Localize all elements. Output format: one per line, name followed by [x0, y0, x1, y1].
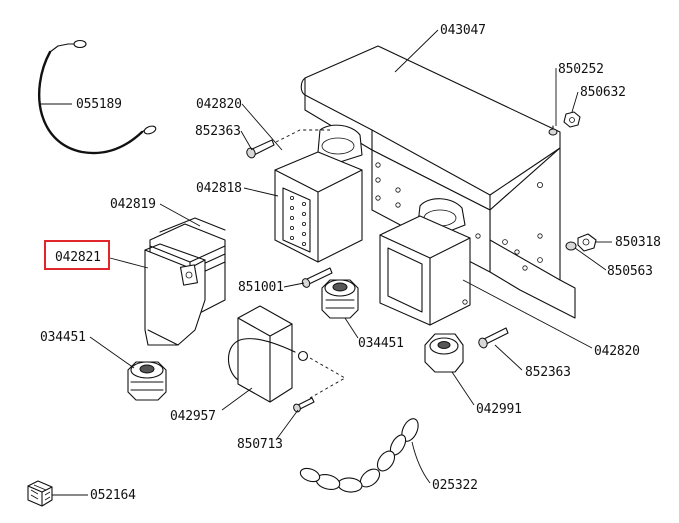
label-034451-left: 034451 [40, 330, 86, 345]
label-034451-right: 034451 [358, 336, 404, 351]
label-025322: 025322 [432, 478, 478, 493]
label-042820-top: 042820 [196, 97, 242, 112]
label-052164: 052164 [90, 488, 136, 503]
label-055189: 055189 [76, 97, 122, 112]
screw-850252 [548, 125, 558, 136]
label-850713: 850713 [237, 437, 283, 452]
label-850632: 850632 [580, 85, 626, 100]
label-043047: 043047 [440, 23, 486, 38]
label-850563: 850563 [607, 264, 653, 279]
label-850252: 850252 [558, 62, 604, 77]
label-852363-top: 852363 [195, 124, 241, 139]
label-852363-bottom: 852363 [525, 365, 571, 380]
label-042819: 042819 [110, 197, 156, 212]
screw-852363-bottom [478, 327, 509, 349]
pin-array [289, 195, 306, 246]
chain-025322 [299, 418, 419, 493]
screw-852363-top [246, 139, 275, 159]
nut-850318 [577, 233, 597, 252]
label-042991: 042991 [476, 402, 522, 417]
part-labels: 043047 850252 850632 055189 042820 85236… [40, 23, 661, 503]
protective-cap-042957 [227, 305, 309, 403]
connector-cover-042821 [144, 243, 206, 346]
socket-housing-042820-top [274, 124, 363, 263]
foam-block-052164 [27, 480, 53, 507]
cable-gland-034451-right [321, 279, 359, 319]
label-042821: 042821 [55, 250, 101, 265]
cable-gland-034451-left [127, 361, 167, 401]
highlight-box [44, 240, 110, 270]
washer-850563 [565, 241, 577, 251]
nut-042991 [424, 333, 464, 373]
screw-851001 [301, 267, 333, 288]
label-851001: 851001 [238, 280, 284, 295]
screw-850713 [293, 397, 315, 413]
label-850318: 850318 [615, 235, 661, 250]
socket-housing-042820-bottom [379, 198, 471, 326]
cable-055189 [37, 39, 157, 155]
leader-lines [40, 29, 612, 496]
label-042957: 042957 [170, 409, 216, 424]
label-042820-bottom: 042820 [594, 344, 640, 359]
label-042818: 042818 [196, 181, 242, 196]
nut-850632 [563, 111, 581, 128]
